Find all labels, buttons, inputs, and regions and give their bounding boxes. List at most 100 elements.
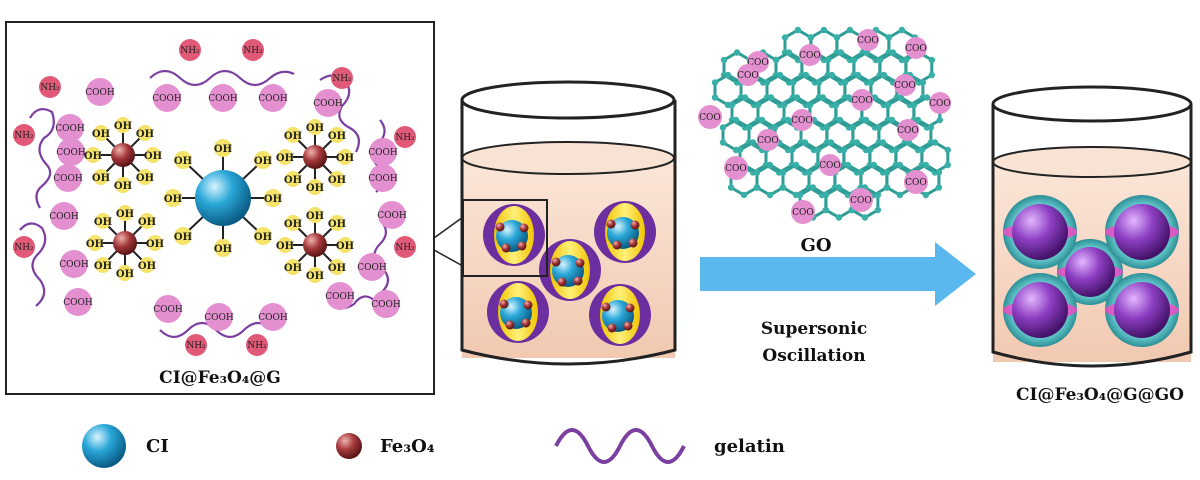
svg-text:COO: COO	[929, 99, 951, 109]
svg-text:OH: OH	[116, 269, 134, 280]
nh2-group: NH₂	[331, 67, 353, 89]
svg-text:OH: OH	[254, 156, 272, 167]
nh2-group: NH₂	[246, 334, 268, 356]
carbon-atom	[875, 124, 883, 131]
svg-text:COO: COO	[897, 126, 919, 136]
legend-fe3o4: Fe₃O₄	[336, 433, 435, 459]
carbon-atom	[724, 71, 732, 79]
svg-text:NH₂: NH₂	[395, 243, 415, 253]
svg-text:OH: OH	[264, 194, 282, 205]
svg-text:OH: OH	[276, 241, 294, 252]
svg-text:OH: OH	[136, 173, 154, 184]
carbon-atom	[719, 124, 727, 131]
carbon-atom	[779, 184, 787, 191]
svg-text:NH₂: NH₂	[186, 341, 206, 351]
carbon-atom	[849, 124, 857, 131]
carbon-atom	[749, 139, 757, 146]
carbon-atom	[801, 139, 809, 146]
svg-text:NH₂: NH₂	[395, 133, 415, 143]
nh2-group: NH₂	[13, 236, 35, 258]
carbon-atom	[944, 146, 951, 154]
carbon-atom	[832, 101, 840, 109]
carbon-atom	[793, 94, 801, 101]
carbon-atom	[931, 139, 939, 146]
carbon-atom	[733, 49, 741, 56]
zoom-selector	[462, 199, 548, 277]
carbon-atom	[874, 191, 882, 199]
svg-text:OH: OH	[94, 261, 112, 272]
carbon-atom	[809, 184, 817, 191]
svg-text:OH: OH	[138, 261, 156, 272]
legend-gelatin: gelatin	[554, 428, 785, 464]
carbon-atom	[897, 94, 905, 101]
hexagon-lattice	[711, 26, 951, 221]
svg-text:OH: OH	[214, 144, 232, 155]
carbon-atom	[879, 139, 887, 146]
svg-text:COOH: COOH	[371, 300, 401, 310]
nh2-group: NH₂	[13, 124, 35, 146]
carbon-atom	[789, 79, 797, 86]
carbon-atom	[836, 116, 844, 124]
svg-text:COOH: COOH	[53, 174, 83, 184]
carbon-atom	[711, 79, 719, 86]
svg-text:COO: COO	[894, 81, 916, 91]
svg-text:NH₂: NH₂	[180, 46, 200, 56]
carbon-atom	[771, 124, 779, 131]
process-arrow	[700, 242, 976, 306]
carbon-atom	[919, 79, 927, 86]
carbon-atom	[880, 71, 888, 79]
cooh-group: COOH	[377, 201, 407, 229]
carbon-atom	[846, 26, 854, 34]
svg-text:OH: OH	[306, 183, 324, 194]
carbon-atom	[902, 56, 910, 64]
carbon-atom	[857, 169, 865, 176]
carbon-atom	[822, 191, 830, 199]
svg-text:OH: OH	[306, 211, 324, 222]
carbon-atom	[792, 161, 800, 169]
svg-text:OH: OH	[84, 151, 102, 162]
svg-text:COOH: COOH	[208, 94, 238, 104]
carbon-atom	[828, 71, 836, 79]
carbon-atom	[814, 146, 822, 154]
carbon-atom	[874, 206, 882, 214]
svg-text:OH: OH	[254, 232, 272, 243]
carbon-atom	[796, 191, 804, 199]
carbon-atom	[711, 94, 719, 101]
svg-text:OH: OH	[306, 123, 324, 134]
carbon-atom	[923, 94, 931, 101]
carbon-atom	[833, 34, 841, 41]
nh2-group: NH₂	[394, 236, 416, 258]
carbon-atom	[896, 191, 904, 199]
carbon-atom	[806, 101, 814, 109]
composite-particle	[1003, 195, 1077, 269]
carbon-atom	[935, 184, 943, 191]
cooh-group: COOH	[258, 84, 288, 112]
svg-text:NH₂: NH₂	[243, 46, 263, 56]
cooh-group: COOH	[325, 282, 355, 310]
svg-text:NH₂: NH₂	[332, 74, 352, 84]
svg-text:OH: OH	[146, 239, 164, 250]
carbon-atom	[884, 101, 892, 109]
svg-text:COOH: COOH	[313, 99, 343, 109]
svg-text:NH₂: NH₂	[14, 243, 34, 253]
svg-text:COO: COO	[757, 136, 779, 146]
beaker-left	[460, 80, 677, 366]
particle	[539, 239, 601, 301]
carbon-atom	[910, 101, 918, 109]
carbon-atom	[758, 116, 766, 124]
carbon-atom	[898, 26, 906, 34]
process-label-line1: Supersonic	[761, 319, 867, 339]
svg-text:OH: OH	[328, 219, 346, 230]
svg-text:COOH: COOH	[258, 94, 288, 104]
carbon-atom	[740, 191, 748, 199]
svg-text:OH: OH	[284, 175, 302, 186]
carbon-atom	[867, 79, 875, 86]
fe3o4-swatch	[336, 433, 362, 459]
cooh-group: COOH	[59, 250, 89, 278]
carbon-atom	[883, 169, 891, 176]
carbon-atom	[850, 56, 858, 64]
carbon-atom	[922, 161, 930, 169]
cooh-group: COOH	[63, 288, 93, 316]
legend: CI Fe₃O₄ gelatin	[82, 424, 785, 468]
cooh-group: COOH	[371, 290, 401, 318]
